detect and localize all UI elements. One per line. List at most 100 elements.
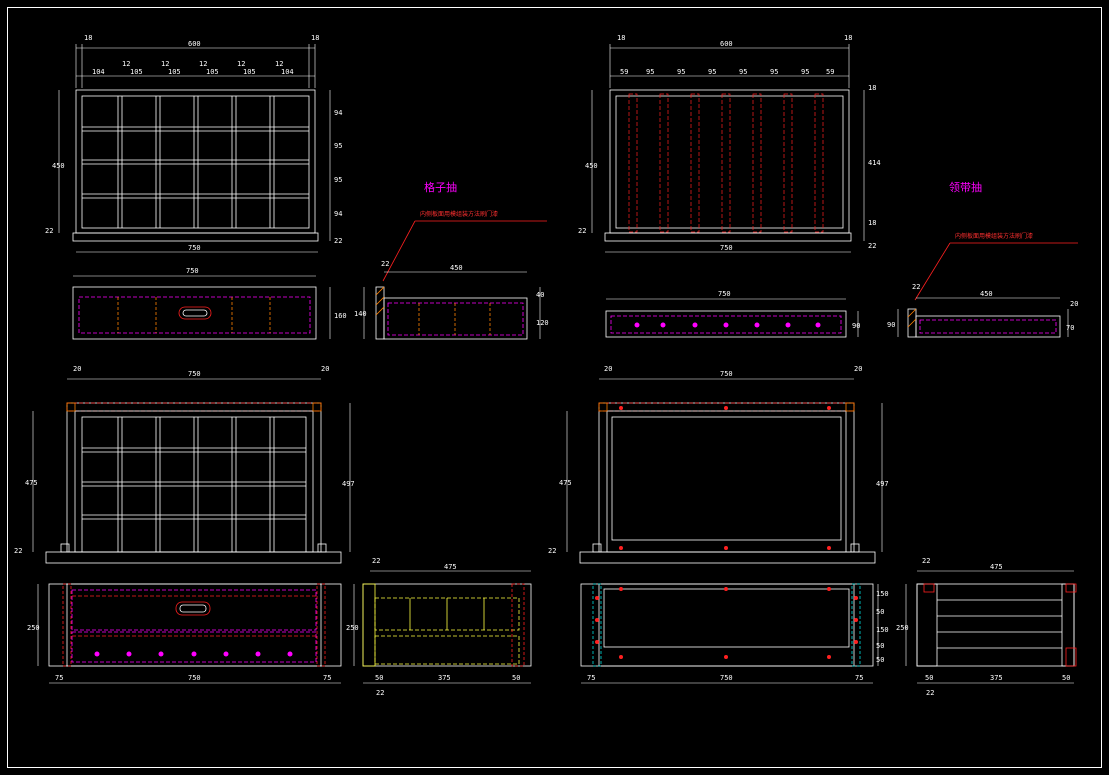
- dim-18-e: 18: [868, 84, 876, 92]
- dim-600-b: 600: [720, 40, 733, 48]
- dim-12-b: 12: [161, 60, 169, 68]
- note-left: 内侧板面用模组装方法刷门漆: [420, 210, 498, 218]
- dim-50-e: 50: [876, 656, 884, 664]
- dim-18-b: 18: [311, 34, 319, 42]
- title-left: 格子抽: [424, 180, 457, 194]
- dim-90-a: 90: [852, 322, 860, 330]
- dim-375-a: 375: [438, 674, 451, 682]
- dim-750-e: 750: [188, 370, 201, 378]
- dim-95-a: 95: [334, 142, 342, 150]
- dim-600-a: 600: [188, 40, 201, 48]
- view-left-top-front: [72, 89, 319, 242]
- dim-20-b: 20: [73, 365, 81, 373]
- dim-22-f: 22: [912, 283, 920, 291]
- drawing-frame: [7, 7, 1102, 768]
- dim-12-e: 12: [275, 60, 283, 68]
- dim-22-a: 22: [45, 227, 53, 235]
- dim-75-b: 75: [323, 674, 331, 682]
- dim-450-b: 450: [980, 290, 993, 298]
- dim-150-b: 150: [876, 626, 889, 634]
- dim-750-g: 750: [720, 370, 733, 378]
- dim-20-e: 20: [854, 365, 862, 373]
- dim-20-d: 20: [604, 365, 612, 373]
- dim-22-d: 22: [578, 227, 586, 235]
- dim-50-g: 50: [1062, 674, 1070, 682]
- view-right-bottom-drawers: [580, 583, 874, 667]
- dim-50-d: 50: [876, 642, 884, 650]
- dim-750-h: 750: [720, 674, 733, 682]
- dim-95-d: 95: [677, 68, 685, 76]
- dim-750-d: 750: [718, 290, 731, 298]
- dim-475-b: 475: [990, 563, 1003, 571]
- dim-95-c: 95: [646, 68, 654, 76]
- dim-250-a: 250: [27, 624, 40, 632]
- drawer-knobs-left: [94, 651, 293, 657]
- view-right-bottom-front: [579, 402, 876, 564]
- dim-20-a: 20: [1070, 300, 1078, 308]
- view-right-top-front: [604, 89, 852, 242]
- dim-22-k: 22: [922, 557, 930, 565]
- dim-70: 70: [1066, 324, 1074, 332]
- view-left-bottom-front: [45, 402, 342, 564]
- dim-414: 414: [868, 159, 881, 167]
- view-left-bottom-side: [362, 583, 532, 667]
- dim-18-f: 18: [868, 219, 876, 227]
- dim-12-d: 12: [237, 60, 245, 68]
- dim-450-v2: 450: [585, 162, 598, 170]
- title-right: 领带抽: [949, 180, 982, 194]
- dim-95-b: 95: [334, 176, 342, 184]
- dim-750-f: 750: [188, 674, 201, 682]
- note-left-leader: 内侧板面用模组装方法刷门漆: [382, 210, 547, 282]
- dim-12-c: 12: [199, 60, 207, 68]
- dim-475-v2: 475: [559, 479, 572, 487]
- dim-120: 120: [536, 319, 549, 327]
- dim-375-b: 375: [990, 674, 1003, 682]
- dim-104-a: 104: [92, 68, 105, 76]
- dim-50-b: 50: [512, 674, 520, 682]
- dim-59-b: 59: [826, 68, 834, 76]
- dim-105-d: 105: [243, 68, 256, 76]
- red-markers-right-drawers: [595, 587, 858, 659]
- red-markers-right-cab: [619, 406, 831, 550]
- view-left-drawer-side: [375, 286, 528, 340]
- dim-40: 40: [536, 291, 544, 299]
- view-right-drawer-side: [907, 308, 1061, 338]
- dims-right-top: [591, 44, 865, 253]
- dim-12-a: 12: [122, 60, 130, 68]
- dim-22-j: 22: [548, 547, 556, 555]
- dim-160: 160: [334, 312, 347, 320]
- dim-20-c: 20: [321, 365, 329, 373]
- note-right-leader: 内侧板面用模组装方法刷门漆: [914, 232, 1078, 301]
- dim-22-g: 22: [14, 547, 22, 555]
- dim-750-c: 750: [720, 244, 733, 252]
- dim-95-g: 95: [770, 68, 778, 76]
- dim-18-d: 18: [844, 34, 852, 42]
- dim-105-a: 105: [130, 68, 143, 76]
- dim-22-e: 22: [868, 242, 876, 250]
- dim-497-a: 497: [342, 480, 355, 488]
- dim-450-a: 450: [450, 264, 463, 272]
- dims-left-top: [58, 44, 331, 253]
- dim-475-a: 475: [444, 563, 457, 571]
- view-left-bottom-drawers: [48, 583, 342, 667]
- dim-22-h: 22: [372, 557, 380, 565]
- view-right-drawer-front: [605, 310, 847, 338]
- dim-105-c: 105: [206, 68, 219, 76]
- dim-22-l: 22: [926, 689, 934, 697]
- dim-95-e: 95: [708, 68, 716, 76]
- dim-250-c: 250: [896, 624, 909, 632]
- tie-rails: [628, 93, 824, 233]
- dim-150-a: 150: [876, 590, 889, 598]
- dim-250-b: 250: [346, 624, 359, 632]
- dim-59-a: 59: [620, 68, 628, 76]
- dim-18-a: 18: [84, 34, 92, 42]
- dim-75-a: 75: [55, 674, 63, 682]
- dim-50-a: 50: [375, 674, 383, 682]
- dim-90-b: 90: [887, 321, 895, 329]
- dim-22-i: 22: [376, 689, 384, 697]
- view-right-bottom-side: [916, 583, 1077, 667]
- dim-75-d: 75: [855, 674, 863, 682]
- note-right: 内侧板面用模组装方法刷门漆: [955, 232, 1033, 240]
